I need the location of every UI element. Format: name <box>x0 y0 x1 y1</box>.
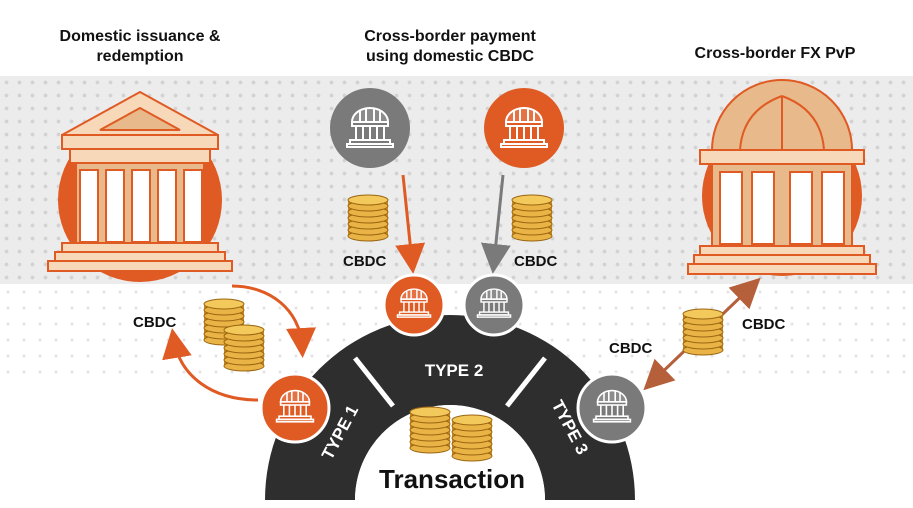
header-cross-border-line2: using domestic CBDC <box>365 48 534 65</box>
cbdc-label-middle-right: CBDC <box>514 253 557 270</box>
bank-grey-top-icon <box>330 88 410 168</box>
cbdc-label-right-upper: CBDC <box>742 316 785 333</box>
header-domestic: Domestic issuance & redemption <box>20 27 260 67</box>
central-bank-right-icon <box>687 79 877 276</box>
central-bank-left-icon <box>47 90 233 282</box>
arrow-orange-down-icon <box>395 174 426 274</box>
header-domestic-line2: redemption <box>96 48 184 65</box>
cbdc-label-left: CBDC <box>133 314 176 331</box>
header-cross-border-payment: Cross-border payment using domestic CBDC <box>330 27 570 67</box>
transaction-label: Transaction <box>379 464 525 494</box>
coin-stack-left-icon <box>203 298 265 372</box>
coin-stack-right-icon <box>682 308 724 356</box>
cbdc-label-right-lower: CBDC <box>609 340 652 357</box>
transaction-arch <box>265 315 635 500</box>
type2-label: TYPE 2 <box>425 361 484 380</box>
bank-grey-type2-icon <box>462 273 526 337</box>
cbdc-label-middle-left: CBDC <box>343 253 386 270</box>
bank-orange-type1-icon <box>259 372 331 444</box>
bank-orange-type2-icon <box>382 273 446 337</box>
header-cross-border-line1: Cross-border payment <box>364 28 536 45</box>
header-fx-pvp: Cross-border FX PvP <box>694 45 856 62</box>
arrow-orange-cycle-top-icon <box>231 284 316 358</box>
arrow-grey-down-icon <box>480 174 511 274</box>
bank-orange-top-icon <box>484 88 564 168</box>
bank-grey-type3-icon <box>576 372 648 444</box>
arrow-orange-cycle-bottom-icon <box>162 328 259 402</box>
coin-stack-middle-right-icon <box>511 194 553 242</box>
header-domestic-line1: Domestic issuance & <box>59 28 221 45</box>
coin-stack-middle-left-icon <box>347 194 389 242</box>
